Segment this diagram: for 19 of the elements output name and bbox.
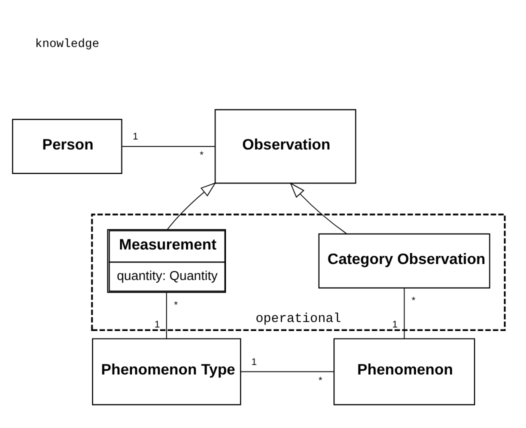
label: 1 <box>392 319 398 330</box>
node-box: Person <box>12 118 122 174</box>
connector <box>166 292 167 338</box>
label: * <box>318 374 322 386</box>
label: * <box>200 150 204 161</box>
label: * <box>412 295 416 306</box>
connector <box>404 287 405 339</box>
node-box: Phenomenon Type <box>92 338 242 405</box>
label: knowledge <box>35 36 100 50</box>
connector <box>240 370 334 372</box>
label: 1 <box>154 319 160 330</box>
arrow <box>290 182 347 234</box>
node-box: Observation <box>214 108 356 184</box>
label: 1 <box>132 131 138 142</box>
label: 1 <box>251 356 257 368</box>
label: * <box>174 300 178 311</box>
arrow <box>166 182 216 230</box>
node-box: Phenomenon <box>334 338 476 405</box>
node-box: Category Observation <box>318 232 490 288</box>
